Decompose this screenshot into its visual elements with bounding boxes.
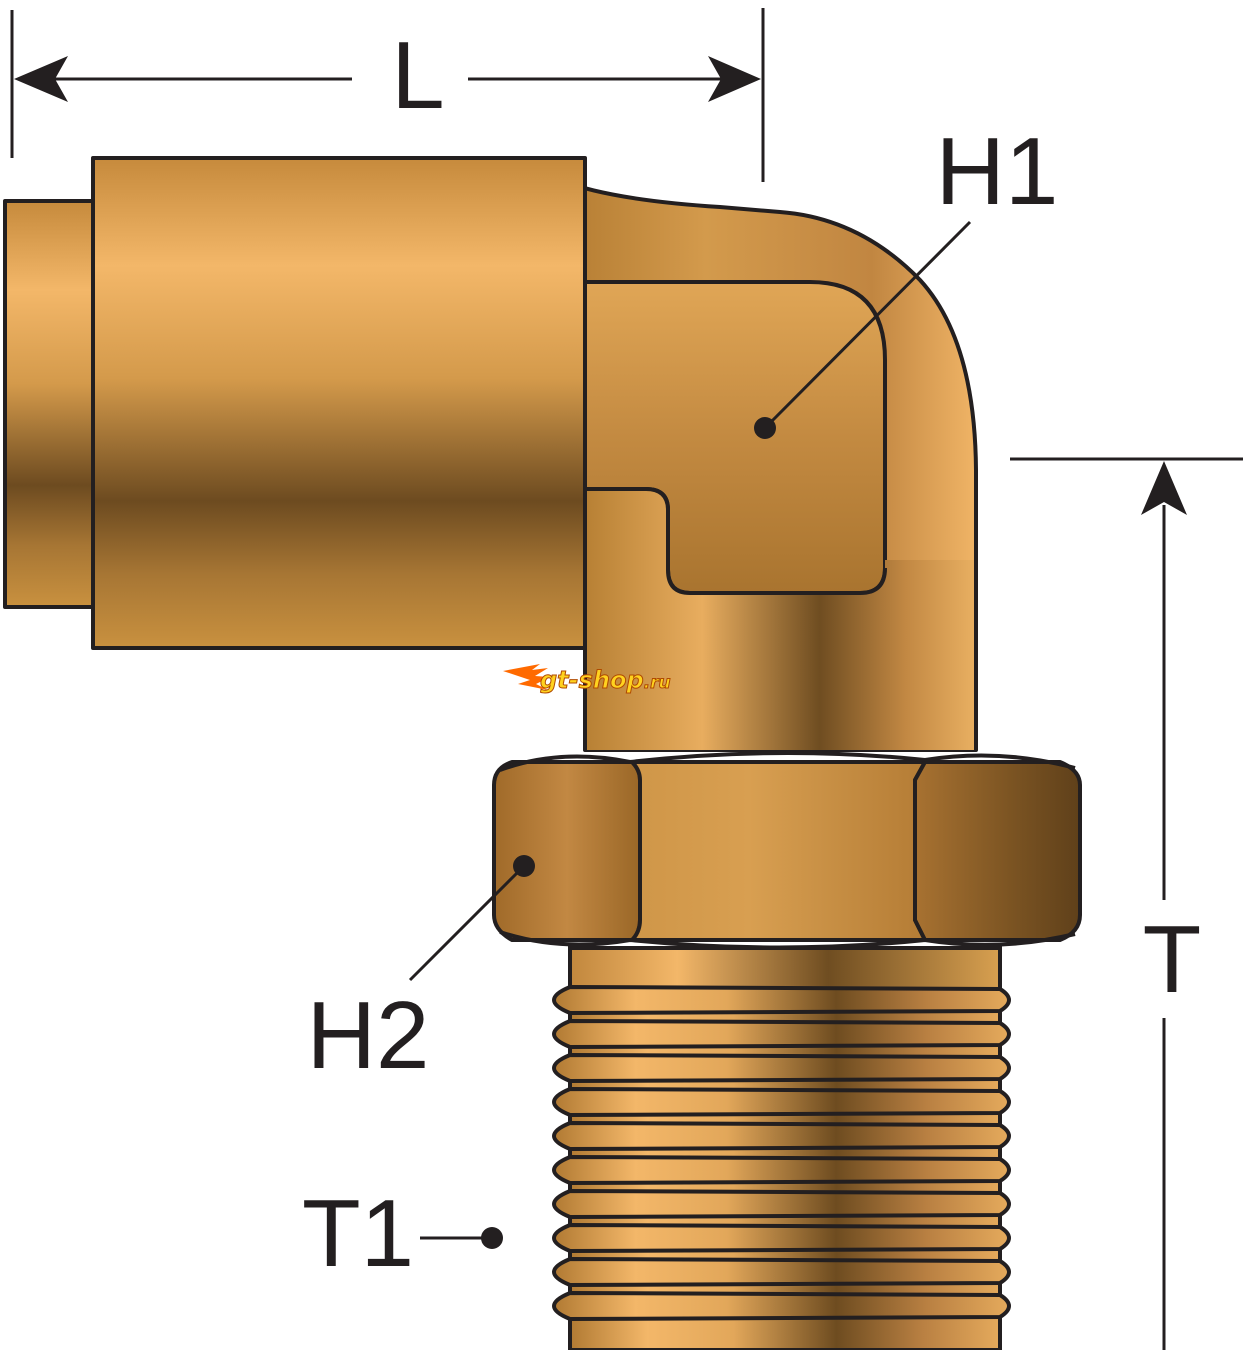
label-T1: T1 (302, 1180, 414, 1287)
label-L: L (391, 22, 444, 129)
thread-ridge (552, 1188, 1011, 1220)
hex-nut (492, 750, 1082, 950)
callout-dot-T1 (481, 1227, 503, 1249)
label-H1: H1 (936, 118, 1059, 225)
dimension-L-arrow-right (708, 56, 761, 102)
watermark-brand: gt-shop.ru (540, 666, 671, 694)
leader-T1 (420, 1227, 503, 1249)
tube-nut (91, 156, 587, 650)
thread-ridge (552, 984, 1011, 1016)
thread-ridge (552, 1052, 1011, 1084)
thread-ridge (552, 1086, 1011, 1118)
label-T: T (1143, 906, 1202, 1013)
callout-dot-H1 (754, 417, 776, 439)
fitting-body (3, 156, 978, 752)
watermark-logo: gt-shop.ru (503, 664, 671, 695)
thread-ridge (552, 1222, 1011, 1254)
leader-H1 (754, 220, 972, 439)
label-H2: H2 (307, 982, 430, 1089)
flame-icon (503, 664, 550, 690)
dimension-T (1010, 457, 1243, 1350)
dimension-L-arrow-left (14, 56, 68, 102)
thread-ridge (552, 1018, 1011, 1050)
thread-ridge (552, 1120, 1011, 1152)
hex-face-left (492, 760, 642, 942)
hex-face-center (630, 760, 927, 942)
thread-ridge (552, 1256, 1011, 1288)
elbow-lower-left (585, 489, 976, 750)
callout-dot-H2 (513, 855, 535, 877)
tube-collar (3, 199, 102, 609)
thread-ridge (552, 1154, 1011, 1186)
dimension-L (10, 8, 765, 182)
thread-ridges (552, 984, 1011, 1322)
leader-H2 (408, 855, 535, 982)
dimension-T-arrow-up (1141, 461, 1187, 515)
hex-face-right (913, 760, 1082, 942)
thread-ridge (552, 1290, 1011, 1322)
